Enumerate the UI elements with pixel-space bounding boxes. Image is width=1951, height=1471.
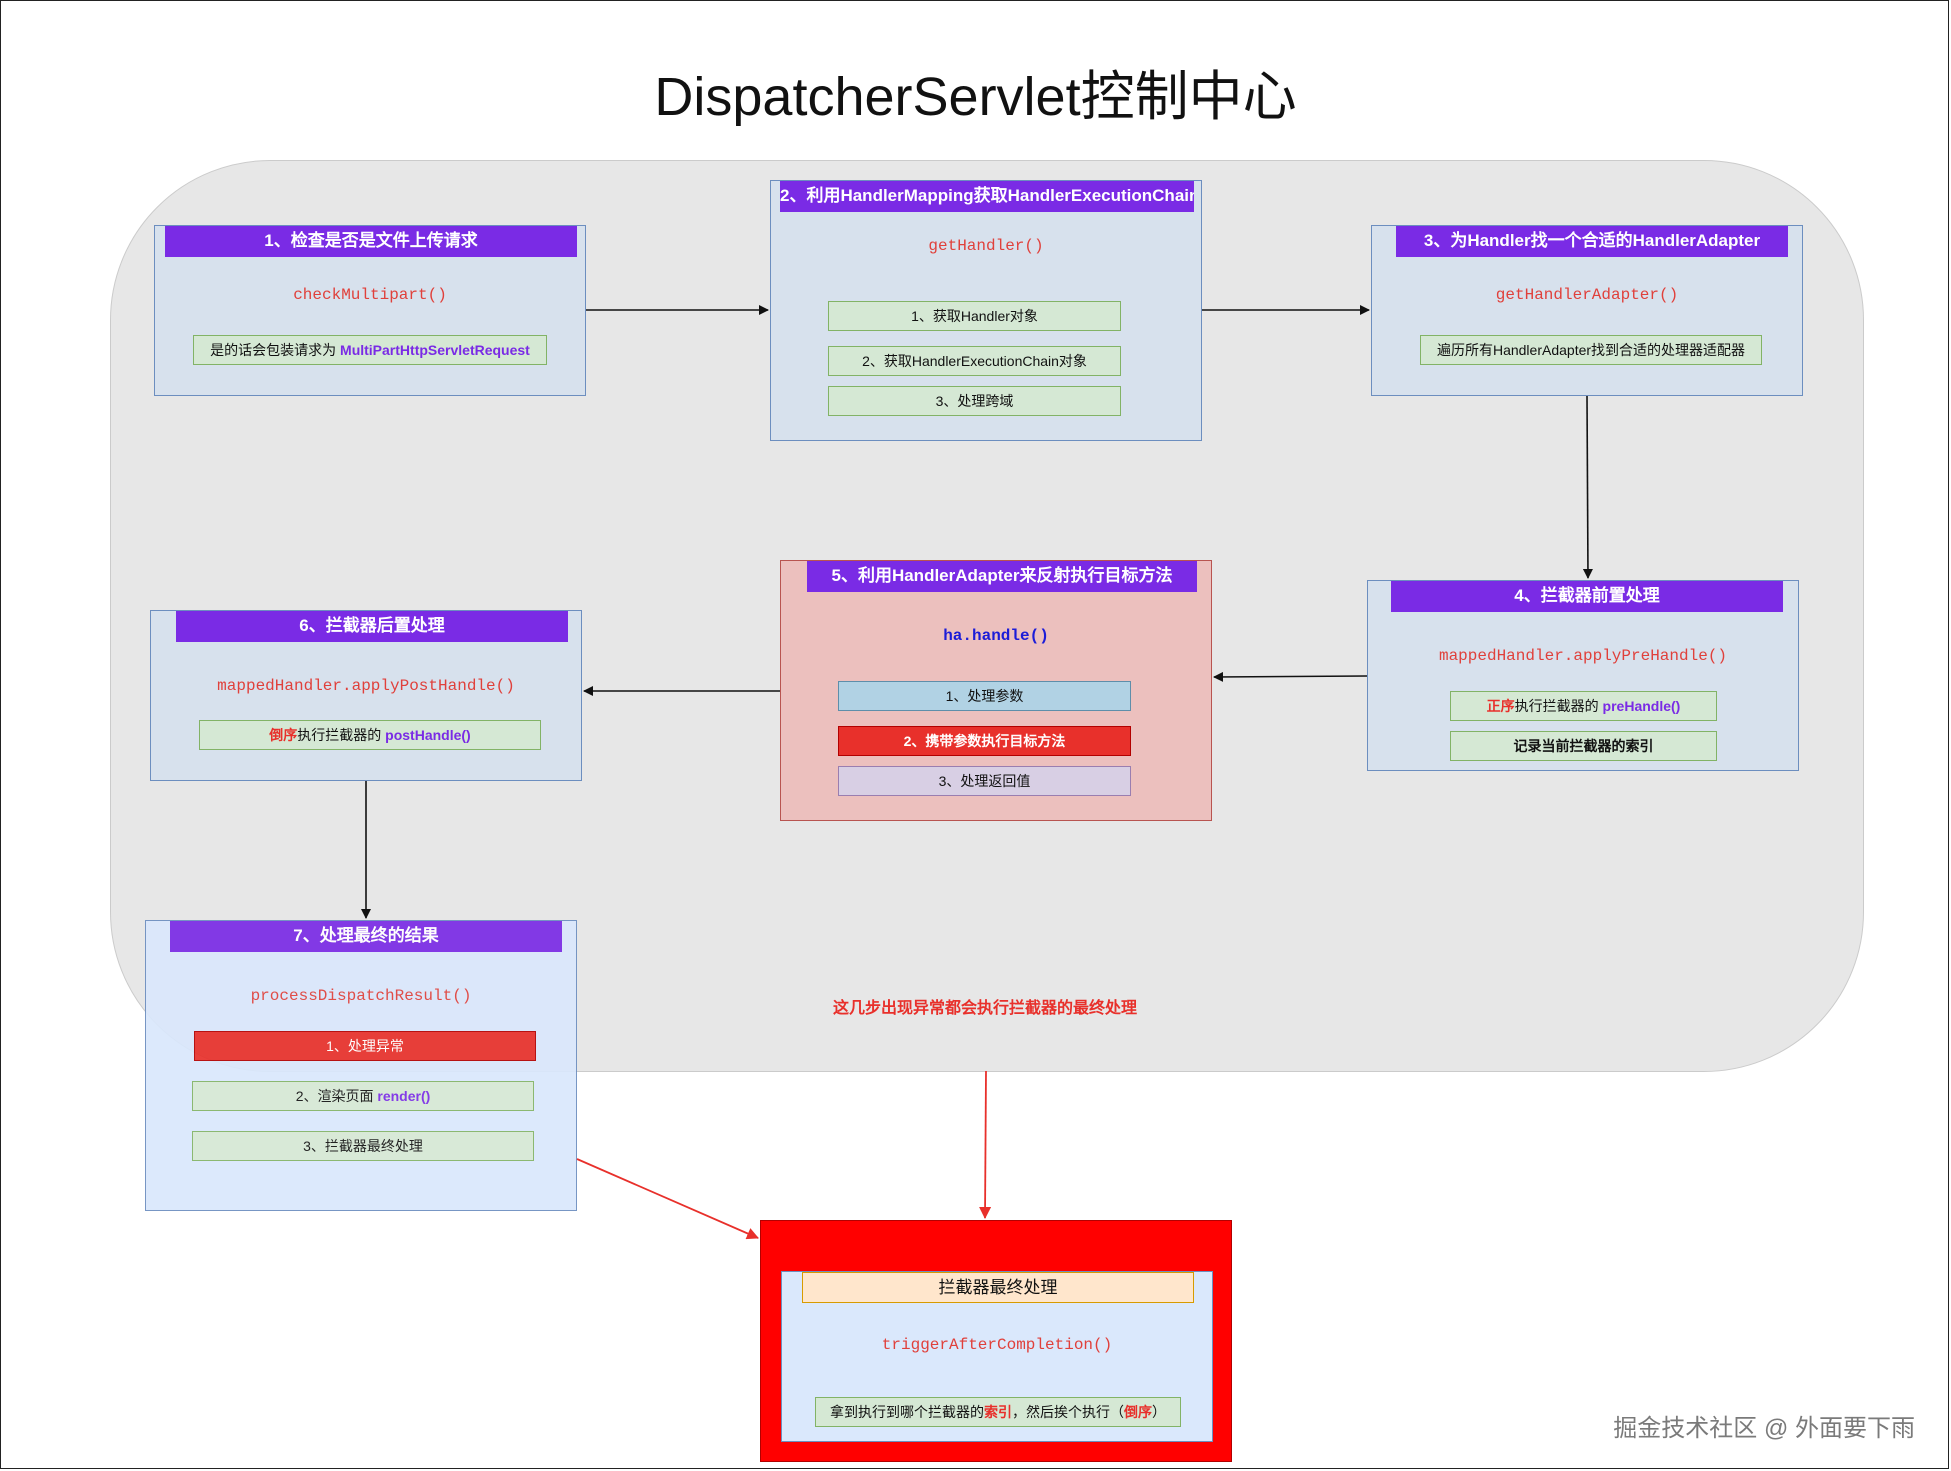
watermark: 掘金技术社区 @ 外面要下雨	[1613, 1415, 1915, 1442]
final-item-em2: 倒序	[1124, 1404, 1152, 1420]
step1-box: 1、检查是否是文件上传请求 checkMultipart() 是的话会包装请求为…	[154, 225, 586, 396]
step4-item1-em2: preHandle()	[1602, 698, 1681, 714]
step6-header: 6、拦截器后置处理	[176, 611, 568, 642]
step7-box: 7、处理最终的结果 processDispatchResult() 1、处理异常…	[145, 920, 577, 1211]
step4-item-2: 记录当前拦截器的索引	[1450, 731, 1717, 761]
arrow-step3-to-step4	[1582, 395, 1593, 579]
exception-note: 这几步出现异常都会执行拦截器的最终处理	[833, 1000, 1138, 1017]
step6-item: 倒序执行拦截器的 postHandle()	[199, 720, 541, 750]
final-item: 拿到执行到哪个拦截器的索引，然后挨个执行（倒序）	[815, 1397, 1181, 1427]
step2-method: getHandler()	[928, 237, 1044, 255]
step7-item2-em: render()	[377, 1088, 431, 1104]
step4-box: 4、拦截器前置处理 mappedHandler.applyPreHandle()…	[1367, 580, 1799, 771]
final-box: 拦截器最终处理 triggerAfterCompletion() 拿到执行到哪个…	[760, 1220, 1232, 1462]
final-item-em: 索引	[984, 1404, 1012, 1420]
final-item-text-b: ，然后挨个执行（	[1012, 1404, 1124, 1420]
step3-header: 3、为Handler找一个合适的HandlerAdapter	[1396, 226, 1788, 257]
step3-method: getHandlerAdapter()	[1495, 286, 1679, 304]
step2-item-2: 2、获取HandlerExecutionChain对象	[828, 346, 1121, 376]
step1-item: 是的话会包装请求为 MultiPartHttpServletRequest	[193, 335, 547, 365]
step6-box: 6、拦截器后置处理 mappedHandler.applyPostHandle(…	[150, 610, 582, 781]
step5-header: 5、利用HandlerAdapter来反射执行目标方法	[807, 561, 1197, 592]
step4-item-1: 正序执行拦截器的 preHandle()	[1450, 691, 1717, 721]
step3-item: 遍历所有HandlerAdapter找到合适的处理器适配器	[1420, 335, 1762, 365]
step4-item1-em: 正序	[1486, 698, 1515, 714]
step5-item-2: 2、携带参数执行目标方法	[838, 726, 1131, 756]
step2-item-3: 3、处理跨域	[828, 386, 1121, 416]
diagram-title: DispatcherServlet控制中心	[654, 67, 1297, 127]
final-header: 拦截器最终处理	[802, 1272, 1194, 1303]
arrow-step4-to-step5	[1213, 671, 1368, 682]
step7-item-1: 1、处理异常	[194, 1031, 536, 1061]
step6-item-em: 倒序	[269, 727, 298, 743]
step5-item-1: 1、处理参数	[838, 681, 1131, 711]
step7-method: processDispatchResult()	[250, 987, 472, 1005]
final-item-text-c: ）	[1152, 1404, 1166, 1420]
step7-item2-text: 2、渲染页面	[295, 1088, 378, 1104]
step1-header: 1、检查是否是文件上传请求	[165, 226, 577, 257]
final-item-text-a: 拿到执行到哪个拦截器的	[830, 1404, 984, 1420]
step6-item-text: 执行拦截器的	[297, 727, 386, 743]
step3-box: 3、为Handler找一个合适的HandlerAdapter getHandle…	[1371, 225, 1803, 396]
step7-item-2: 2、渲染页面 render()	[192, 1081, 534, 1111]
step7-item-3: 3、拦截器最终处理	[192, 1131, 534, 1161]
final-method: triggerAfterCompletion()	[881, 1336, 1113, 1354]
step6-method: mappedHandler.applyPostHandle()	[217, 677, 515, 695]
step4-method: mappedHandler.applyPreHandle()	[1438, 647, 1728, 665]
step1-item-em: MultiPartHttpServletRequest	[340, 342, 530, 358]
step2-header: 2、利用HandlerMapping获取HandlerExecutionChai…	[780, 181, 1194, 212]
arrow-step7-to-final	[576, 1158, 759, 1240]
step2-box: 2、利用HandlerMapping获取HandlerExecutionChai…	[770, 180, 1202, 441]
step5-box: 5、利用HandlerAdapter来反射执行目标方法 ha.handle() …	[780, 560, 1212, 821]
arrow-group-to-final	[979, 1070, 992, 1219]
final-inner-box: 拦截器最终处理 triggerAfterCompletion() 拿到执行到哪个…	[781, 1271, 1213, 1442]
step2-item-1: 1、获取Handler对象	[828, 301, 1121, 331]
step1-method: checkMultipart()	[293, 286, 447, 304]
step5-item-3: 3、处理返回值	[838, 766, 1131, 796]
step1-item-text: 是的话会包装请求为	[210, 342, 341, 358]
step7-header: 7、处理最终的结果	[170, 921, 562, 952]
step4-header: 4、拦截器前置处理	[1391, 581, 1783, 612]
step6-item-em2: postHandle()	[385, 727, 471, 743]
step4-item1-text: 执行拦截器的	[1514, 698, 1603, 714]
step5-method: ha.handle()	[943, 627, 1049, 645]
